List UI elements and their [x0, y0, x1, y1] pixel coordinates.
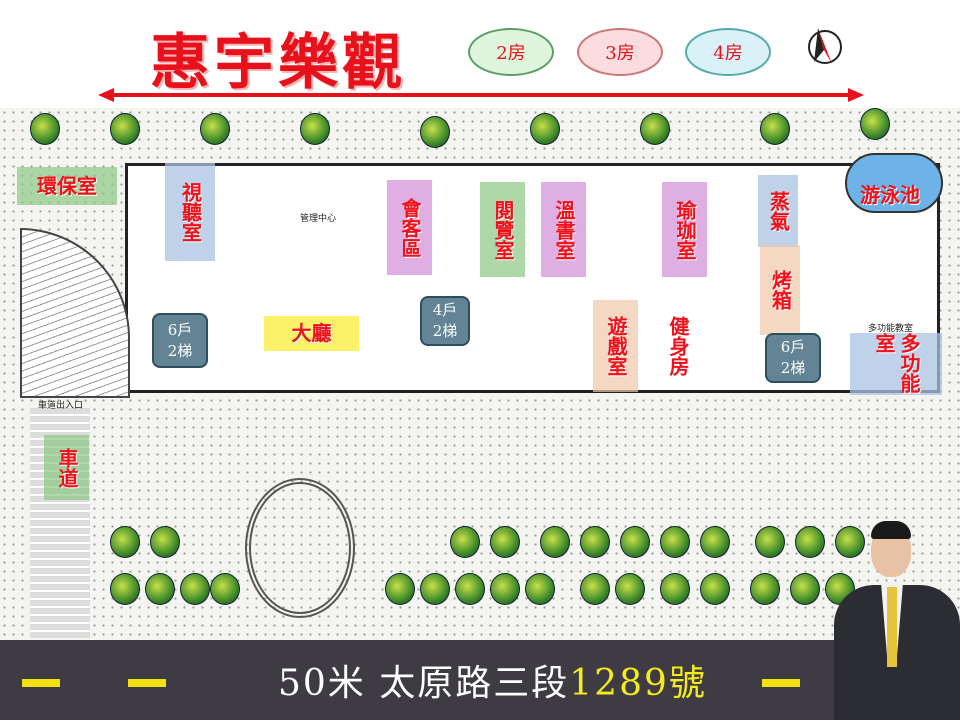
frontage-width-arrow — [98, 88, 864, 102]
room-steam: 蒸氣 — [758, 175, 798, 247]
tree-icon — [580, 526, 610, 558]
room-type-2: 2房 — [468, 28, 554, 76]
label-car-entrance: 車道出入口 — [38, 401, 84, 411]
tree-icon — [490, 526, 520, 558]
agent-photo — [826, 515, 960, 720]
lifts-label: 2梯 — [432, 322, 458, 340]
tree-icon — [455, 573, 485, 605]
room-pool: 游泳池 — [860, 182, 920, 207]
tree-icon — [200, 113, 230, 145]
tree-icon — [615, 573, 645, 605]
units-label: 6戶 — [167, 320, 193, 339]
tree-icon — [580, 573, 610, 605]
tree-icon — [660, 573, 690, 605]
lane-dash — [128, 679, 166, 687]
street-number: 1289號 — [569, 663, 707, 704]
pool-shape — [845, 153, 943, 213]
tree-icon — [525, 573, 555, 605]
tree-icon — [30, 113, 60, 145]
north-arrow-icon — [808, 28, 842, 64]
tree-icon — [700, 573, 730, 605]
tree-icon — [110, 113, 140, 145]
tree-icon — [210, 573, 240, 605]
room-type-4: 4房 — [685, 28, 771, 76]
tree-icon — [450, 526, 480, 558]
room-gym: 健身房 — [666, 316, 690, 376]
ramp — [20, 228, 130, 398]
tree-icon — [760, 113, 790, 145]
room-multipurpose: 多功能室 — [850, 333, 942, 395]
tree-icon — [150, 526, 180, 558]
room-recycling: 環保室 — [17, 167, 117, 205]
tree-icon — [795, 526, 825, 558]
tree-icon — [300, 113, 330, 145]
address: 50米 太原路三段1289號 — [278, 654, 707, 706]
lane-dash — [22, 679, 60, 687]
lane-dash — [762, 679, 800, 687]
driveway: 車道 — [44, 435, 89, 500]
tree-icon — [490, 573, 520, 605]
room-yoga: 瑜珈室 — [662, 182, 707, 277]
room-lobby: 大廳 — [264, 316, 359, 351]
tree-icon — [530, 113, 560, 145]
room-sauna: 烤箱 — [760, 245, 800, 335]
tree-icon — [660, 526, 690, 558]
tree-icon — [540, 526, 570, 558]
tree-icon — [385, 573, 415, 605]
units-label: 6戶 — [780, 338, 806, 356]
tree-icon — [640, 113, 670, 145]
tree-icon — [835, 526, 865, 558]
tree-icon — [700, 526, 730, 558]
tree-icon — [110, 573, 140, 605]
tree-icon — [420, 116, 450, 148]
lifts-label: 2梯 — [167, 341, 193, 360]
tree-icon — [750, 573, 780, 605]
tree-icon — [790, 573, 820, 605]
tree-icon — [180, 573, 210, 605]
room-av: 視聽室 — [165, 163, 215, 261]
units-label: 4戶 — [432, 301, 458, 319]
room-reception: 會客區 — [387, 180, 432, 275]
room-game: 遊戲室 — [593, 300, 638, 392]
label-classroom: 多功能教室 — [868, 324, 914, 334]
tree-icon — [755, 526, 785, 558]
tree-icon — [110, 526, 140, 558]
road-name: 50米 太原路三段 — [278, 663, 570, 704]
tree-icon — [620, 526, 650, 558]
lifts-label: 2梯 — [780, 359, 806, 377]
tree-icon — [420, 573, 450, 605]
circular-plaza — [245, 478, 355, 618]
tree-icon — [860, 108, 890, 140]
room-reading: 閱覽室 — [480, 182, 525, 277]
tree-icon — [145, 573, 175, 605]
project-title: 惠宇樂觀 — [150, 28, 406, 98]
room-study: 溫書室 — [541, 182, 586, 277]
label-management: 管理中心 — [300, 214, 337, 224]
room-type-3: 3房 — [577, 28, 663, 76]
